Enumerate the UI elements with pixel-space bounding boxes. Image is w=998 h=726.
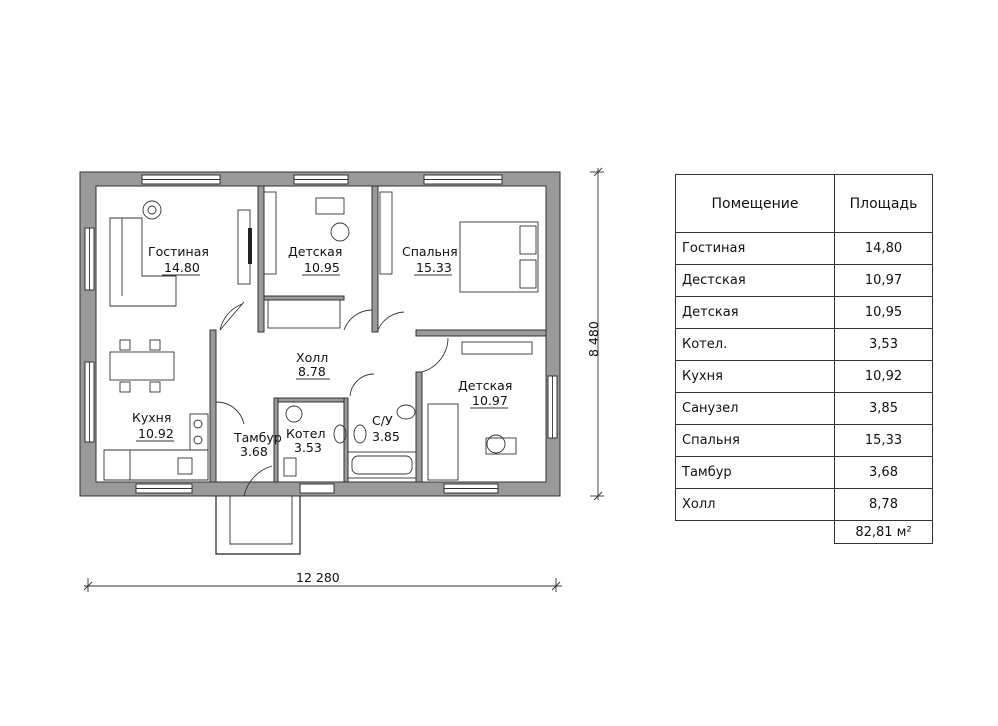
outer-walls: [79, 171, 561, 497]
room-boiler: Котел 3.53: [286, 426, 325, 455]
interior-walls: [209, 185, 547, 483]
table-header: Помещение Площадь: [675, 174, 933, 233]
svg-text:Котел: Котел: [286, 426, 325, 441]
room-bathroom: С/У 3.85: [372, 413, 400, 444]
svg-text:8.78: 8.78: [298, 364, 326, 379]
room-kitchen: Кухня 10.92: [132, 410, 174, 442]
svg-text:3.85: 3.85: [372, 429, 400, 444]
svg-text:Холл: Холл: [296, 350, 328, 365]
svg-text:Кухня: Кухня: [132, 410, 171, 425]
svg-text:Гостиная: Гостиная: [148, 244, 209, 259]
room-labels: Гостиная 14.80 Детская 10.95 Спальня 15.…: [132, 244, 512, 459]
room-vestibule: Тамбур 3.68: [233, 430, 282, 459]
porch: [215, 496, 301, 555]
svg-text:10.92: 10.92: [138, 426, 174, 441]
svg-text:15.33: 15.33: [416, 260, 452, 275]
furniture: [103, 191, 539, 481]
table-total-row: 82,81 м²: [675, 520, 933, 544]
room-kids-1: Детская 10.95: [288, 244, 342, 276]
room-kids-2: Детская 10.97: [458, 378, 512, 409]
svg-text:10.95: 10.95: [304, 260, 340, 275]
doors: [215, 301, 449, 497]
svg-text:Детская: Детская: [288, 244, 342, 259]
svg-text:10.97: 10.97: [472, 393, 508, 408]
svg-text:Спальня: Спальня: [402, 244, 458, 259]
room-living: Гостиная 14.80: [148, 244, 209, 276]
total-area: 82,81 м²: [834, 520, 933, 544]
svg-text:14.80: 14.80: [164, 260, 200, 275]
svg-text:Детская: Детская: [458, 378, 512, 393]
svg-text:3.53: 3.53: [294, 440, 322, 455]
svg-text:С/У: С/У: [372, 413, 393, 428]
dimension-height-label: 8 480: [586, 321, 601, 357]
dimension-height: 8 480: [586, 167, 604, 501]
svg-text:Тамбур: Тамбур: [233, 430, 282, 445]
dimension-width: 12 280: [83, 570, 562, 592]
svg-text:3.68: 3.68: [240, 444, 268, 459]
windows: [84, 174, 558, 494]
dimension-width-label: 12 280: [296, 570, 340, 585]
room-bedroom: Спальня 15.33: [402, 244, 458, 276]
room-hall: Холл 8.78: [296, 350, 330, 380]
header-area: Площадь: [834, 174, 933, 233]
table-row: Котел.3,53: [675, 328, 933, 361]
header-room: Помещение: [675, 174, 835, 233]
